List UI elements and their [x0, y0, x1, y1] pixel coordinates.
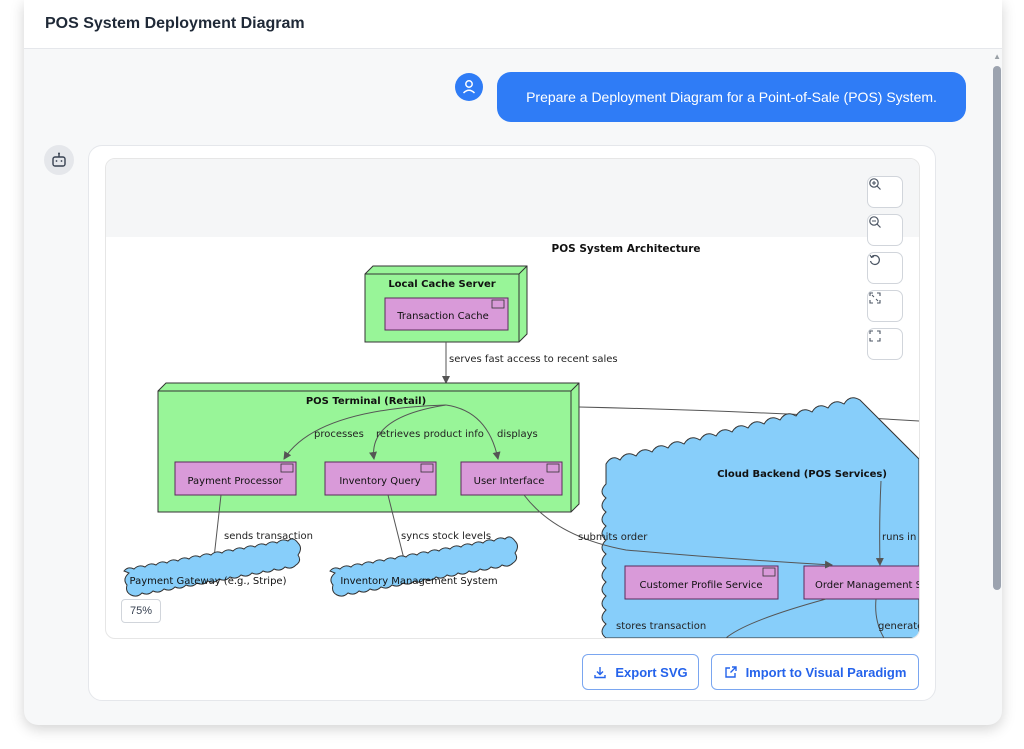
download-icon: [594, 667, 607, 679]
edge-label-generates: generate: [878, 621, 919, 632]
edge-retrieves: [369, 404, 447, 460]
edge-submits: [523, 494, 833, 569]
edge-generates: [875, 598, 885, 638]
edge-label-syncs: syncs stock levels: [401, 531, 491, 542]
diagram-canvas-header: [106, 159, 919, 237]
zoom-in-button[interactable]: [867, 176, 903, 208]
zoom-in-icon: [869, 178, 881, 190]
component-label: Order Management S: [815, 580, 919, 591]
zoom-out-icon: [869, 216, 881, 228]
export-svg-label: Export SVG: [615, 664, 688, 680]
bot-icon: [52, 152, 66, 167]
node-label: Payment Gateway (e.g., Stripe): [130, 576, 287, 587]
component-user-interface[interactable]: User Interface: [460, 461, 563, 496]
component-label: Customer Profile Service: [640, 580, 763, 591]
edge-label-serves: serves fast access to recent sales: [449, 354, 618, 365]
fullscreen-button[interactable]: [867, 328, 903, 360]
assistant-response-card: POS System Architecture Local Cache Serv…: [88, 145, 936, 701]
fullscreen-icon: [869, 330, 881, 342]
import-vp-label: Import to Visual Paradigm: [745, 664, 907, 680]
header: POS System Deployment Diagram: [24, 0, 1002, 49]
app-window: POS System Deployment Diagram ▲ Prepare …: [24, 0, 1002, 725]
node-label: Cloud Backend (POS Services): [717, 469, 887, 480]
component-transaction-cache[interactable]: Transaction Cache: [384, 297, 509, 331]
component-label: Payment Processor: [187, 476, 283, 487]
bot-avatar: [44, 145, 74, 175]
component-order-management-service[interactable]: Order Management S: [803, 565, 919, 600]
node-payment-gateway[interactable]: Payment Gateway (e.g., Stripe): [123, 538, 301, 597]
node-label: Local Cache Server: [388, 279, 495, 290]
component-payment-processor[interactable]: Payment Processor: [174, 461, 297, 496]
edge-label-runs-in: runs in: [882, 532, 916, 543]
edge-runs-in: [875, 480, 884, 566]
node-cloud-backend[interactable]: Cloud Backend (POS Services): [601, 397, 919, 638]
component-label: Transaction Cache: [396, 311, 488, 322]
deployment-diagram: POS System Architecture Local Cache Serv…: [123, 243, 919, 638]
fit-icon: [869, 292, 881, 304]
reset-view-button[interactable]: [867, 252, 903, 284]
component-inventory-query[interactable]: Inventory Query: [324, 461, 437, 496]
edge-syncs: [387, 494, 409, 568]
node-label: POS Terminal (Retail): [306, 396, 426, 407]
import-visual-paradigm-button[interactable]: Import to Visual Paradigm: [711, 654, 919, 690]
diagram-viewer[interactable]: POS System Architecture Local Cache Serv…: [105, 158, 920, 639]
edge-processes: [283, 404, 447, 460]
node-label: Inventory Management System: [340, 576, 497, 587]
zoom-out-button[interactable]: [867, 214, 903, 246]
edge-label-displays: displays: [497, 429, 538, 440]
page-title: POS System Deployment Diagram: [45, 15, 305, 32]
edge-label-sends: sends transaction: [224, 531, 313, 542]
edge-label-processes: processes: [314, 429, 364, 440]
diagram-title: POS System Architecture: [552, 243, 701, 255]
edge-label-retrieves: retrieves product info: [376, 429, 484, 440]
user-icon: [462, 80, 476, 94]
fit-to-screen-button[interactable]: [867, 290, 903, 322]
node-inventory-management-system[interactable]: Inventory Management System: [329, 536, 518, 597]
edge-displays: [445, 404, 501, 460]
component-label: Inventory Query: [339, 476, 420, 487]
component-customer-profile-service[interactable]: Customer Profile Service: [624, 565, 779, 600]
external-link-icon: [724, 666, 737, 678]
component-label: User Interface: [474, 476, 545, 487]
user-avatar: [455, 73, 483, 101]
export-svg-button[interactable]: Export SVG: [582, 654, 699, 690]
zoom-level-badge: 75%: [121, 599, 161, 623]
scrollbar-thumb[interactable]: [993, 66, 1001, 590]
edge-stores: [725, 598, 827, 638]
scroll-up-arrow-icon[interactable]: ▲: [993, 52, 1001, 61]
edge-label-stores: stores transaction: [616, 621, 706, 632]
user-message-bubble: Prepare a Deployment Diagram for a Point…: [497, 72, 966, 122]
reset-icon: [869, 254, 880, 265]
edge-label-submits: submits order: [578, 532, 648, 543]
